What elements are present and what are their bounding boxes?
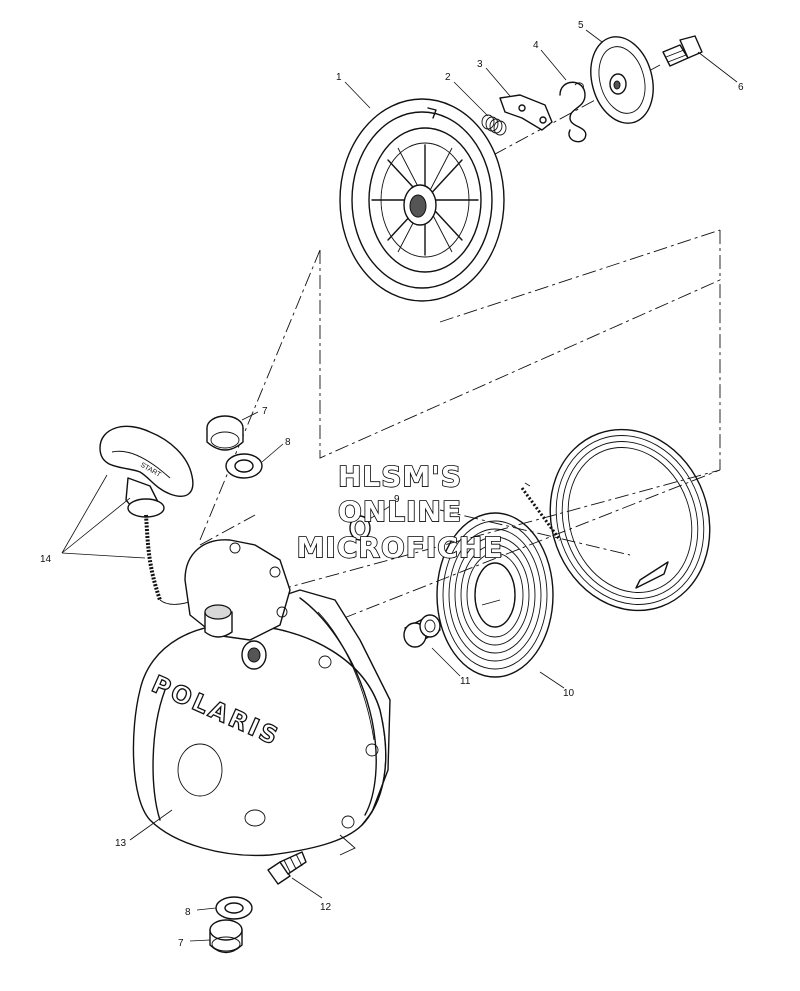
- pawl-spring-part: [481, 114, 507, 136]
- washer-bottom-part: [215, 896, 253, 920]
- callout-14: 14: [40, 554, 52, 565]
- watermark-line-1: HLSM'S: [338, 460, 462, 493]
- friction-spring-part: [559, 81, 587, 143]
- callout-8-top: 8: [285, 437, 291, 448]
- plug-top-part: [206, 415, 244, 451]
- callout-7-top: 7: [262, 406, 268, 417]
- starter-housing-part: POLARIS: [132, 539, 391, 857]
- recoil-spring-part: [436, 512, 554, 678]
- watermark: HLSM'S ONLINE MICROFICHE: [296, 459, 504, 565]
- callout-13: 13: [115, 838, 127, 849]
- pawl-part: [499, 94, 553, 131]
- callout-11: 11: [460, 676, 471, 687]
- callout-10: 10: [563, 688, 575, 699]
- callout-8-bottom: 8: [185, 907, 191, 918]
- callout-1: 1: [336, 72, 342, 83]
- bolt-part: [662, 35, 703, 67]
- housing-bolt-part: [267, 851, 307, 885]
- callout-12: 12: [320, 902, 332, 913]
- callout-7-bottom: 7: [178, 938, 184, 949]
- washer-top-part: [225, 453, 263, 479]
- starter-handle-part: START: [99, 425, 201, 605]
- pulley-part: [339, 98, 505, 302]
- callout-6: 6: [738, 82, 744, 93]
- callout-5: 5: [578, 20, 584, 31]
- friction-plate-part: [590, 36, 654, 124]
- sleeve-part: [403, 614, 441, 648]
- callout-numbers: 1 2 3 4 5 6 7 8 9 10 11 12 13 14 8 7: [40, 20, 744, 949]
- bushing-part: [349, 515, 371, 541]
- callout-4: 4: [533, 40, 539, 51]
- callout-2: 2: [445, 72, 451, 83]
- callout-9: 9: [394, 494, 400, 505]
- callout-leader-lines: [61, 29, 738, 942]
- plug-bottom-part: [209, 919, 243, 954]
- watermark-line-3: MICROFICHE: [297, 531, 504, 564]
- watermark-line-2: ONLINE: [338, 495, 462, 528]
- starter-rope-coil-part: [520, 428, 711, 612]
- callout-3: 3: [477, 59, 483, 70]
